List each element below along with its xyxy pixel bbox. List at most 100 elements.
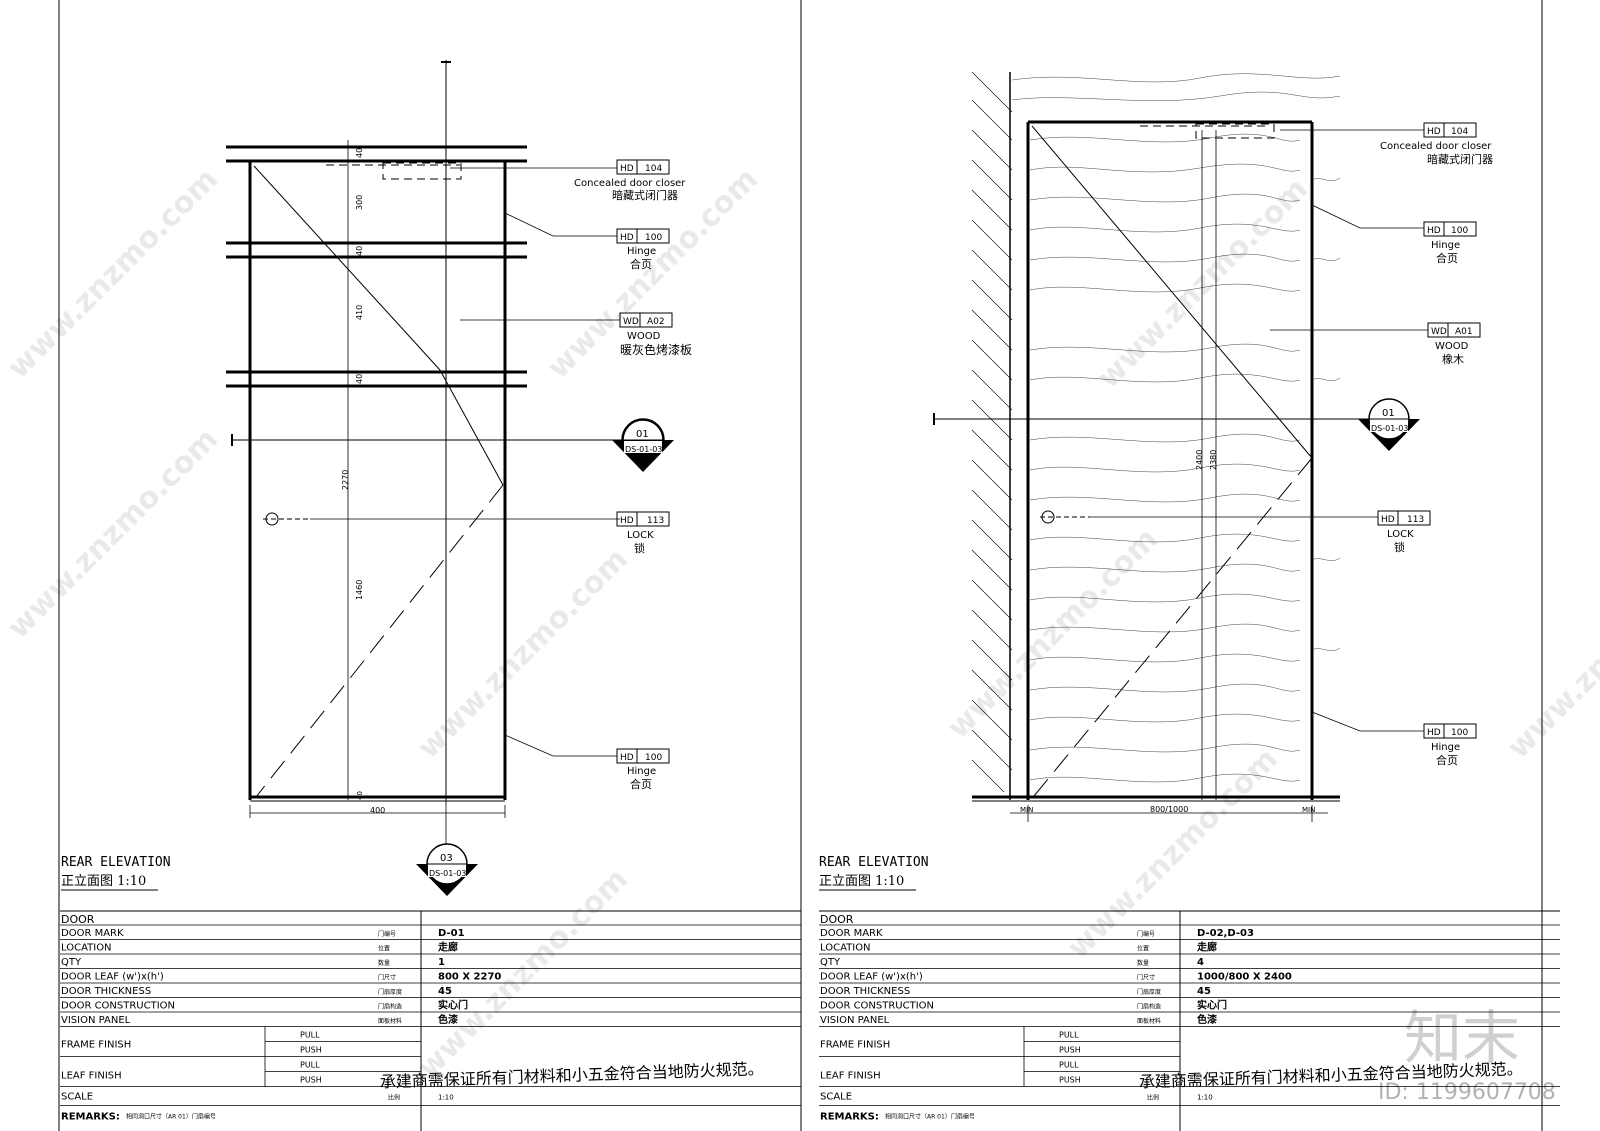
watermarks: www.znzmo.com www.znzmo.com www.znzmo.co…: [1, 162, 1600, 1086]
callout-cn: 锁: [1394, 540, 1405, 554]
schedule-row-value: 走廊: [437, 941, 458, 954]
schedule-row-value: 实心门: [438, 999, 468, 1012]
schedule-row-value: 实心门: [1197, 999, 1227, 1012]
pull-label: PULL: [300, 1061, 320, 1070]
right-dimensions: 2400 2380 MIN 800/1000 MIN: [1020, 450, 1315, 814]
callout-code: HD: [1427, 728, 1441, 738]
schedule-row-label-cn: 门编号: [378, 930, 396, 938]
callout-code: HD: [1381, 515, 1395, 525]
watermark-site: www.znzmo.com: [1091, 172, 1315, 396]
callout-en: Hinge: [1431, 742, 1460, 753]
section-ref: DS-01-03: [429, 869, 466, 878]
scale-label-cn: 比例: [388, 1094, 400, 1102]
schedule-row-label: DOOR THICKNESS: [820, 986, 910, 997]
schedule-row-label-cn: 面板材料: [1137, 1017, 1161, 1025]
callout-cn: 锁: [634, 541, 645, 555]
section-mark-01-left: 01 DS-01-03: [612, 418, 674, 472]
remarks-label: REMARKS:: [820, 1112, 879, 1123]
schedule-row-label: VISION PANEL: [61, 1015, 131, 1026]
callout-cn: 暗藏式闭门器: [612, 188, 678, 202]
scale-value: 1:10: [1197, 1094, 1213, 1102]
schedule-row-value: 800 X 2270: [438, 972, 501, 983]
callout-num: 104: [645, 164, 662, 174]
callout-cn: 橡木: [1442, 353, 1464, 366]
callout-num: A01: [1455, 327, 1473, 337]
push-label: PUSH: [300, 1076, 322, 1085]
callout-en: LOCK: [1387, 529, 1414, 540]
push-label: PUSH: [1059, 1046, 1081, 1055]
section-ref: DS-01-03: [625, 445, 662, 454]
remarks-label: REMARKS:: [61, 1112, 120, 1123]
schedule-row-label-cn: 门扇厚度: [378, 988, 402, 996]
callout-code: HD: [620, 516, 634, 526]
schedule-row-label-cn: 门扇厚度: [1137, 988, 1161, 996]
schedule-row-label-cn: 数量: [1137, 959, 1149, 967]
callout-en: Hinge: [627, 766, 656, 777]
callout-num: 104: [1451, 127, 1468, 137]
schedule-row-label-cn: 面板材料: [378, 1017, 402, 1025]
callout-code: HD: [1427, 226, 1441, 236]
dim-40-b: 40: [355, 246, 364, 256]
callout-code: WD: [623, 317, 639, 327]
scale-label-cn: 比例: [1147, 1094, 1159, 1102]
schedule-row-label: DOOR LEAF (w')x(h'): [61, 972, 164, 983]
callout-code: HD: [620, 753, 634, 763]
push-label: PUSH: [300, 1046, 322, 1055]
schedule-row-label-cn: 位置: [1137, 945, 1149, 953]
remarks-text: 相同洞口尺寸（AR 01）门扇编号: [126, 1113, 216, 1121]
schedule-row-value: D-01: [438, 928, 465, 939]
dim-2270: 2270: [341, 470, 350, 490]
watermark-logo: 知末: [1404, 1004, 1520, 1072]
callout-en: Concealed door closer: [574, 178, 686, 189]
right-elevation: [933, 71, 1428, 822]
callout-cn: 合页: [630, 257, 652, 271]
callout-en: Concealed door closer: [1380, 141, 1492, 152]
dim-min-right: MIN: [1302, 806, 1315, 814]
schedule-row-label: QTY: [61, 957, 82, 968]
callout-en: Hinge: [627, 246, 656, 257]
callout-num: A02: [647, 317, 665, 327]
dim-800-1000: 800/1000: [1150, 805, 1188, 814]
section-mark-01-right: 01 DS-01-03: [1358, 398, 1420, 451]
callout-code: WD: [1431, 327, 1447, 337]
callout-en: WOOD: [1435, 341, 1469, 352]
schedule-row-label: VISION PANEL: [820, 1015, 890, 1026]
schedule-header: DOOR: [61, 913, 95, 926]
schedule-row-label: DOOR MARK: [820, 928, 883, 939]
pull-label: PULL: [1059, 1031, 1079, 1040]
dim-40-d: 40: [356, 791, 364, 800]
callout-en: Hinge: [1431, 240, 1460, 251]
left-callout-texts: HD 104 Concealed door closer 暗藏式闭门器 HD 1…: [574, 164, 692, 791]
callout-code: HD: [620, 164, 634, 174]
left-callouts: [616, 159, 673, 764]
watermark-site: www.znzmo.com: [1, 422, 225, 646]
schedule-row-value: 45: [1197, 986, 1211, 997]
callout-cn: 暗藏式闭门器: [1427, 152, 1493, 166]
callout-cn: 合页: [1436, 251, 1458, 265]
schedule-row-value: 45: [438, 986, 452, 997]
dim-40-a: 40: [355, 148, 364, 158]
schedule-row-label-cn: 门尺寸: [1137, 974, 1155, 982]
schedule-row-label: DOOR CONSTRUCTION: [61, 1001, 175, 1012]
left-title-cn: 正立面图 1:10: [61, 874, 146, 889]
schedule-row-label: LOCATION: [61, 943, 112, 954]
schedule-row-value: 走廊: [1196, 941, 1217, 954]
scale-label: SCALE: [61, 1092, 93, 1103]
dim-min-left: MIN: [1020, 806, 1033, 814]
left-dimensions: 40 300 40 410 40 2270 1460 40 400: [341, 148, 385, 815]
right-callout-texts: HD 104 Concealed door closer 暗藏式闭门器 HD 1…: [1380, 127, 1493, 767]
callout-num: 100: [645, 753, 662, 763]
push-label: PUSH: [1059, 1076, 1081, 1085]
schedule-row-label-cn: 数量: [378, 959, 390, 967]
schedule-row-label-cn: 门扇构造: [378, 1003, 402, 1011]
schedule-row-value: 1000/800 X 2400: [1197, 972, 1292, 983]
callout-num: 100: [1451, 728, 1468, 738]
schedule-row-label: DOOR LEAF (w')x(h'): [820, 972, 923, 983]
schedule-row-label-cn: 位置: [378, 945, 390, 953]
schedule-header: DOOR: [820, 913, 854, 926]
dim-2380: 2380: [1209, 450, 1218, 470]
schedule-row-value: 色漆: [1197, 1013, 1217, 1026]
schedule-row-value: 4: [1197, 957, 1204, 968]
